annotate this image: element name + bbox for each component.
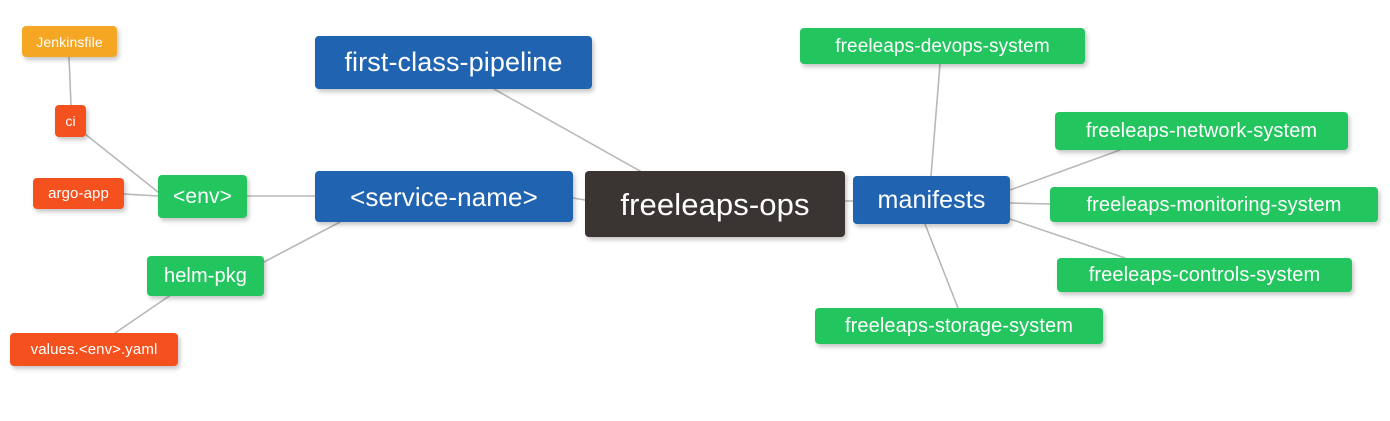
node-values-yaml[interactable]: values.<env>.yaml <box>10 333 178 366</box>
node-label-first-class-pipeline: first-class-pipeline <box>344 47 563 77</box>
edge-manifests-to-freeleaps-controls-system <box>1009 218 1126 259</box>
node-jenkinsfile[interactable]: Jenkinsfile <box>22 26 117 57</box>
node-manifests[interactable]: manifests <box>853 176 1010 224</box>
node-label-freeleaps-storage-system: freeleaps-storage-system <box>844 315 1074 337</box>
edge-manifests-to-freeleaps-monitoring-system <box>1009 202 1051 205</box>
node-label-manifests: manifests <box>877 185 986 214</box>
node-label-argo-app: argo-app <box>48 185 109 202</box>
node-label-freeleaps-network-system: freeleaps-network-system <box>1085 120 1318 142</box>
node-label-jenkinsfile: Jenkinsfile <box>36 33 103 50</box>
node-first-class-pipeline[interactable]: first-class-pipeline <box>315 36 592 89</box>
node-freeleaps-ops[interactable]: freeleaps-ops <box>585 171 845 237</box>
node-label-helm-pkg: helm-pkg <box>163 265 248 287</box>
node-freeleaps-devops-system[interactable]: freeleaps-devops-system <box>800 28 1085 64</box>
edge-argo-app-to-env <box>123 193 159 197</box>
node-label-service-name: <service-name> <box>350 181 538 212</box>
node-env[interactable]: <env> <box>158 175 247 218</box>
node-ci[interactable]: ci <box>55 105 86 137</box>
node-label-freeleaps-ops: freeleaps-ops <box>620 186 810 222</box>
edge-values-yaml-to-helm-pkg <box>114 289 179 334</box>
node-service-name[interactable]: <service-name> <box>315 171 573 222</box>
node-label-ci: ci <box>65 113 76 129</box>
node-label-freeleaps-devops-system: freeleaps-devops-system <box>835 35 1050 57</box>
node-label-freeleaps-controls-system: freeleaps-controls-system <box>1088 264 1321 286</box>
edge-manifests-to-freeleaps-storage-system <box>924 223 959 309</box>
node-helm-pkg[interactable]: helm-pkg <box>147 256 264 296</box>
edge-manifests-to-freeleaps-network-system <box>1009 149 1121 191</box>
edge-first-class-pipeline-to-freeleaps-ops <box>493 88 641 172</box>
node-argo-app[interactable]: argo-app <box>33 178 124 209</box>
node-label-freeleaps-monitoring-system: freeleaps-monitoring-system <box>1086 193 1342 216</box>
node-freeleaps-network-system[interactable]: freeleaps-network-system <box>1055 112 1348 150</box>
edge-jenkinsfile-to-ci <box>68 56 72 106</box>
edge-service-name-to-freeleaps-ops <box>572 197 586 201</box>
edge-manifests-to-freeleaps-devops-system <box>930 63 941 177</box>
node-freeleaps-storage-system[interactable]: freeleaps-storage-system <box>815 308 1103 344</box>
node-freeleaps-controls-system[interactable]: freeleaps-controls-system <box>1057 258 1352 292</box>
node-label-values-yaml: values.<env>.yaml <box>30 341 158 358</box>
node-freeleaps-monitoring-system[interactable]: freeleaps-monitoring-system <box>1050 187 1378 222</box>
edge-helm-pkg-to-service-name <box>263 221 341 263</box>
node-label-env: <env> <box>173 185 232 208</box>
